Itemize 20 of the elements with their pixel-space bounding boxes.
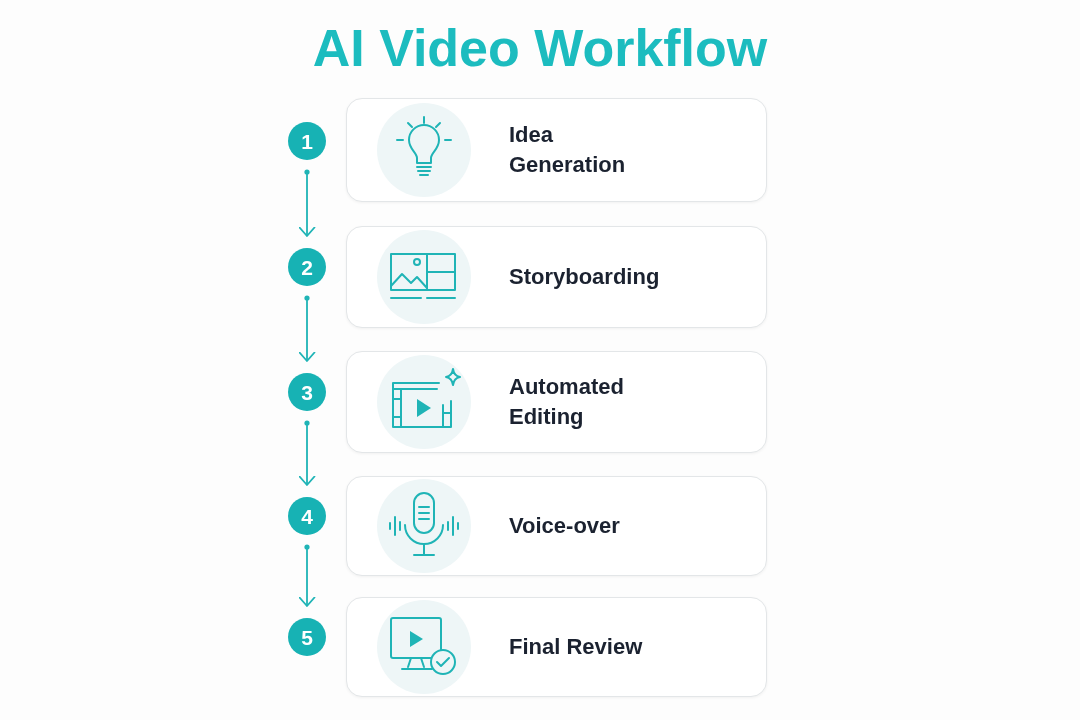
step-number: 3 [288, 373, 326, 411]
step-label: Automated Editing [509, 373, 625, 431]
step-card [346, 98, 767, 202]
step-label: Idea Generation [509, 121, 627, 179]
title: AI Video Workflow [312, 18, 768, 79]
step-number: 2 [288, 248, 326, 286]
arrow [298, 169, 316, 237]
step-label: Voice-over [509, 512, 620, 540]
step-number: 4 [288, 497, 326, 535]
step-card [346, 226, 767, 328]
arrow [298, 295, 316, 362]
step-card [346, 476, 767, 576]
arrow [298, 420, 316, 486]
step-number: 5 [288, 618, 326, 656]
arrow [298, 544, 316, 607]
step-card [346, 597, 767, 697]
step-card [346, 351, 767, 453]
step-label: Final Review [509, 633, 643, 661]
step-number: 1 [288, 122, 326, 160]
step-label: Storyboarding [509, 263, 660, 291]
